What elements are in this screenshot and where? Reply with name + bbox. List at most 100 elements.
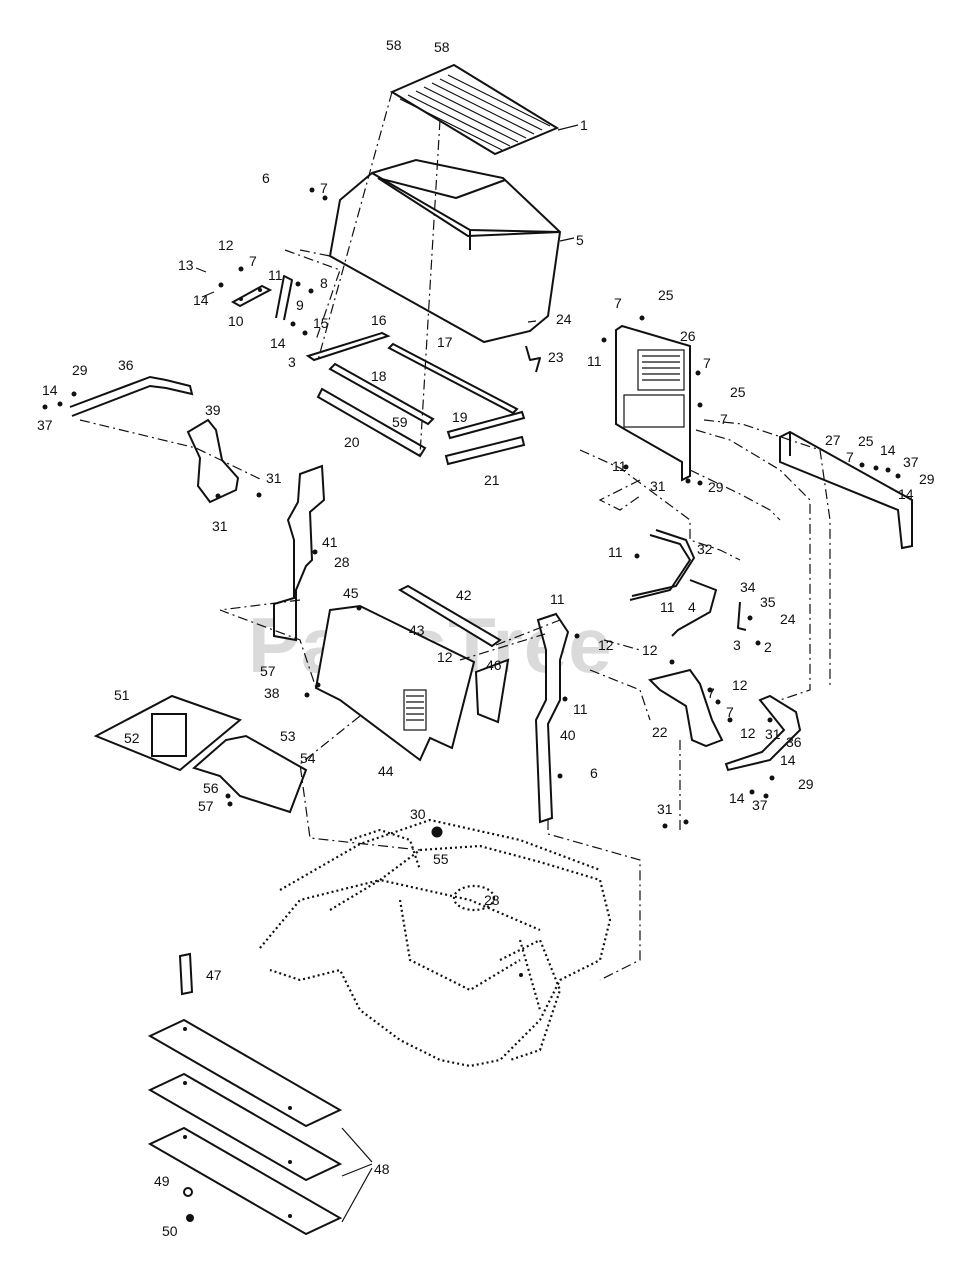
callout-28: 28 [484,892,500,908]
callout-21: 21 [484,472,500,488]
callout-11: 11 [608,544,623,560]
callout-31: 31 [657,801,673,817]
callout-7: 7 [703,355,711,371]
callout-8: 8 [320,275,328,291]
callout-3: 3 [733,637,741,653]
part-44-center-panel [314,604,476,762]
callout-43: 43 [409,622,425,638]
callout-26: 26 [680,328,696,344]
callout-12: 12 [218,237,234,253]
callout-7: 7 [614,295,622,311]
chassis-frame [259,818,612,1068]
part-27-rear-bar [779,430,913,550]
callout-15: 15 [313,315,329,331]
callout-31: 31 [650,478,666,494]
part-22-bracket [648,668,724,748]
callout-35: 35 [760,594,776,610]
part-21-strip [444,435,526,466]
callout-51: 51 [114,687,130,703]
callout-39: 39 [205,402,221,418]
part-4-bracket [671,579,717,637]
callout-37: 37 [903,454,919,470]
callout-23: 23 [548,349,564,365]
part-53-floor-pan [191,734,308,814]
callout-58: 58 [434,39,450,55]
callout-54: 54 [300,750,316,766]
callout-46: 46 [486,657,502,673]
callout-40: 40 [560,727,576,743]
callout-31: 31 [212,518,228,534]
part-5-hood [328,158,575,344]
callout-25: 25 [730,384,746,400]
assembly-lines [79,91,831,981]
part-41-upright [273,464,326,642]
callout-14: 14 [880,442,896,458]
callout-31: 31 [765,726,781,742]
part-42-plate [397,584,502,648]
callout-12: 12 [598,637,614,653]
part-32-bracket [629,529,695,601]
callout-12: 12 [437,649,453,665]
callout-29: 29 [919,471,935,487]
part-16-rail [305,331,391,362]
callout-12: 12 [732,677,748,693]
callout-14: 14 [729,790,745,806]
callout-28: 28 [334,554,350,570]
callout-53: 53 [280,728,296,744]
callout-16: 16 [371,312,387,328]
callout-13: 13 [178,257,194,273]
callout-4: 4 [688,599,696,615]
callout-38: 38 [264,685,280,701]
callout-58: 58 [386,37,402,53]
callout-29: 29 [798,776,814,792]
callout-36: 36 [786,734,802,750]
callout-18: 18 [371,368,387,384]
callout-24: 24 [556,311,572,327]
callout-11: 11 [587,353,602,369]
part-18-rail [328,362,435,426]
callout-59: 59 [392,414,408,430]
callout-12: 12 [642,642,658,658]
callout-7: 7 [320,180,328,196]
callout-14: 14 [193,292,209,308]
callout-14: 14 [898,486,914,502]
callout-56: 56 [203,780,219,796]
callout-29: 29 [72,362,88,378]
callout-10: 10 [228,313,244,329]
callout-7: 7 [720,411,728,427]
callout-17: 17 [437,334,453,350]
callout-22: 22 [652,724,668,740]
callout-3: 3 [288,354,296,370]
callout-7: 7 [707,685,715,701]
callout-11: 11 [660,599,675,615]
callout-52: 52 [124,730,140,746]
callout-11: 11 [550,591,565,607]
callout-34: 34 [740,579,756,595]
part-51-floor-plate [93,694,242,772]
part-20-strip [316,387,427,458]
callout-57: 57 [198,798,214,814]
callout-6: 6 [590,765,598,781]
part-23-latch [525,320,541,373]
callout-50: 50 [162,1223,178,1239]
callout-7: 7 [846,449,854,465]
callout-20: 20 [344,434,360,450]
callout-37: 37 [752,797,768,813]
part-36-left-bar [69,375,194,417]
callout-12: 12 [740,725,756,741]
callout-7: 7 [726,704,734,720]
callout-11: 11 [268,267,283,283]
callout-1: 1 [580,117,588,133]
callout-29: 29 [708,479,724,495]
callout-19: 19 [452,409,468,425]
callout-14: 14 [780,752,796,768]
callout-25: 25 [658,287,674,303]
callout-25: 25 [858,433,874,449]
callout-30: 30 [410,806,426,822]
part-46-flap [474,658,510,724]
part-48-pads [147,1018,373,1236]
part-1-top-grille [389,63,579,156]
callout-49: 49 [154,1173,170,1189]
